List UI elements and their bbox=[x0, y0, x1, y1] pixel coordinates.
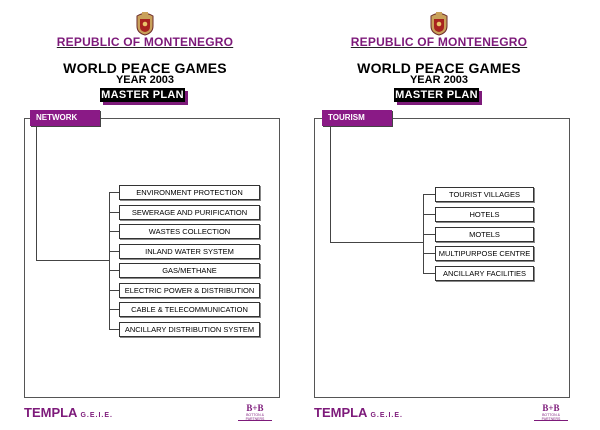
diagram-node: MULTIPURPOSE CENTRE bbox=[435, 246, 534, 261]
connector-line bbox=[423, 273, 435, 274]
category-tag-network: NETWORK bbox=[30, 110, 100, 126]
connector-line bbox=[109, 329, 119, 330]
coat-of-arms-icon bbox=[136, 12, 154, 36]
connector-line bbox=[330, 126, 331, 243]
connector-line bbox=[109, 212, 119, 213]
connector-line bbox=[423, 234, 435, 235]
year-label: YEAR 2003 bbox=[409, 74, 469, 86]
category-tag-tourism: TOURISM bbox=[322, 110, 392, 126]
connector-line bbox=[330, 242, 423, 243]
coat-of-arms-icon bbox=[430, 12, 448, 36]
diagram-node: INLAND WATER SYSTEM bbox=[119, 244, 260, 259]
partner-logo: B+B BOTTON & PARTNERS bbox=[238, 403, 272, 421]
diagram-node: TOURIST VILLAGES bbox=[435, 187, 534, 202]
connector-line bbox=[109, 192, 110, 329]
connector-line bbox=[109, 309, 119, 310]
diagram-node: SEWERAGE AND PURIFICATION bbox=[119, 205, 260, 220]
diagram-node: WASTES COLLECTION bbox=[119, 224, 260, 239]
tourism-panel: REPUBLIC OF MONTENEGRO WORLD PEACE GAMES… bbox=[294, 0, 594, 430]
connector-line bbox=[109, 251, 119, 252]
diagram-node: MOTELS bbox=[435, 227, 534, 242]
diagram-node: CABLE & TELECOMMUNICATION bbox=[119, 302, 260, 317]
connector-line bbox=[109, 290, 119, 291]
games-title: WORLD PEACE GAMES bbox=[63, 60, 227, 76]
diagram-node: ANCILLARY DISTRIBUTION SYSTEM bbox=[119, 322, 260, 337]
diagram-node: HOTELS bbox=[435, 207, 534, 222]
network-panel: REPUBLIC OF MONTENEGRO WORLD PEACE GAMES… bbox=[24, 12, 280, 421]
connector-line bbox=[109, 231, 119, 232]
diagram-node: GAS/METHANE bbox=[119, 263, 260, 278]
partner-logo: B+B BOTTON & PARTNERS bbox=[534, 403, 568, 421]
republic-heading: REPUBLIC OF MONTENEGRO bbox=[350, 35, 528, 49]
connector-line bbox=[423, 194, 424, 273]
connector-line bbox=[36, 126, 37, 261]
connector-line bbox=[109, 192, 119, 193]
connector-line bbox=[109, 270, 119, 271]
year-label: YEAR 2003 bbox=[115, 74, 175, 86]
connector-line bbox=[423, 253, 435, 254]
diagram-node: ANCILLARY FACILITIES bbox=[435, 266, 534, 281]
master-plan-badge: MASTER PLAN bbox=[394, 88, 482, 105]
connector-line bbox=[423, 214, 435, 215]
connector-line bbox=[36, 260, 109, 261]
republic-heading: REPUBLIC OF MONTENEGRO bbox=[56, 35, 234, 49]
connector-line bbox=[423, 194, 435, 195]
diagram-node: ELECTRIC POWER & DISTRIBUTION bbox=[119, 283, 260, 298]
master-plan-badge: MASTER PLAN bbox=[100, 88, 188, 105]
diagram-node: ENVIRONMENT PROTECTION bbox=[119, 185, 260, 200]
games-title: WORLD PEACE GAMES bbox=[357, 60, 521, 76]
